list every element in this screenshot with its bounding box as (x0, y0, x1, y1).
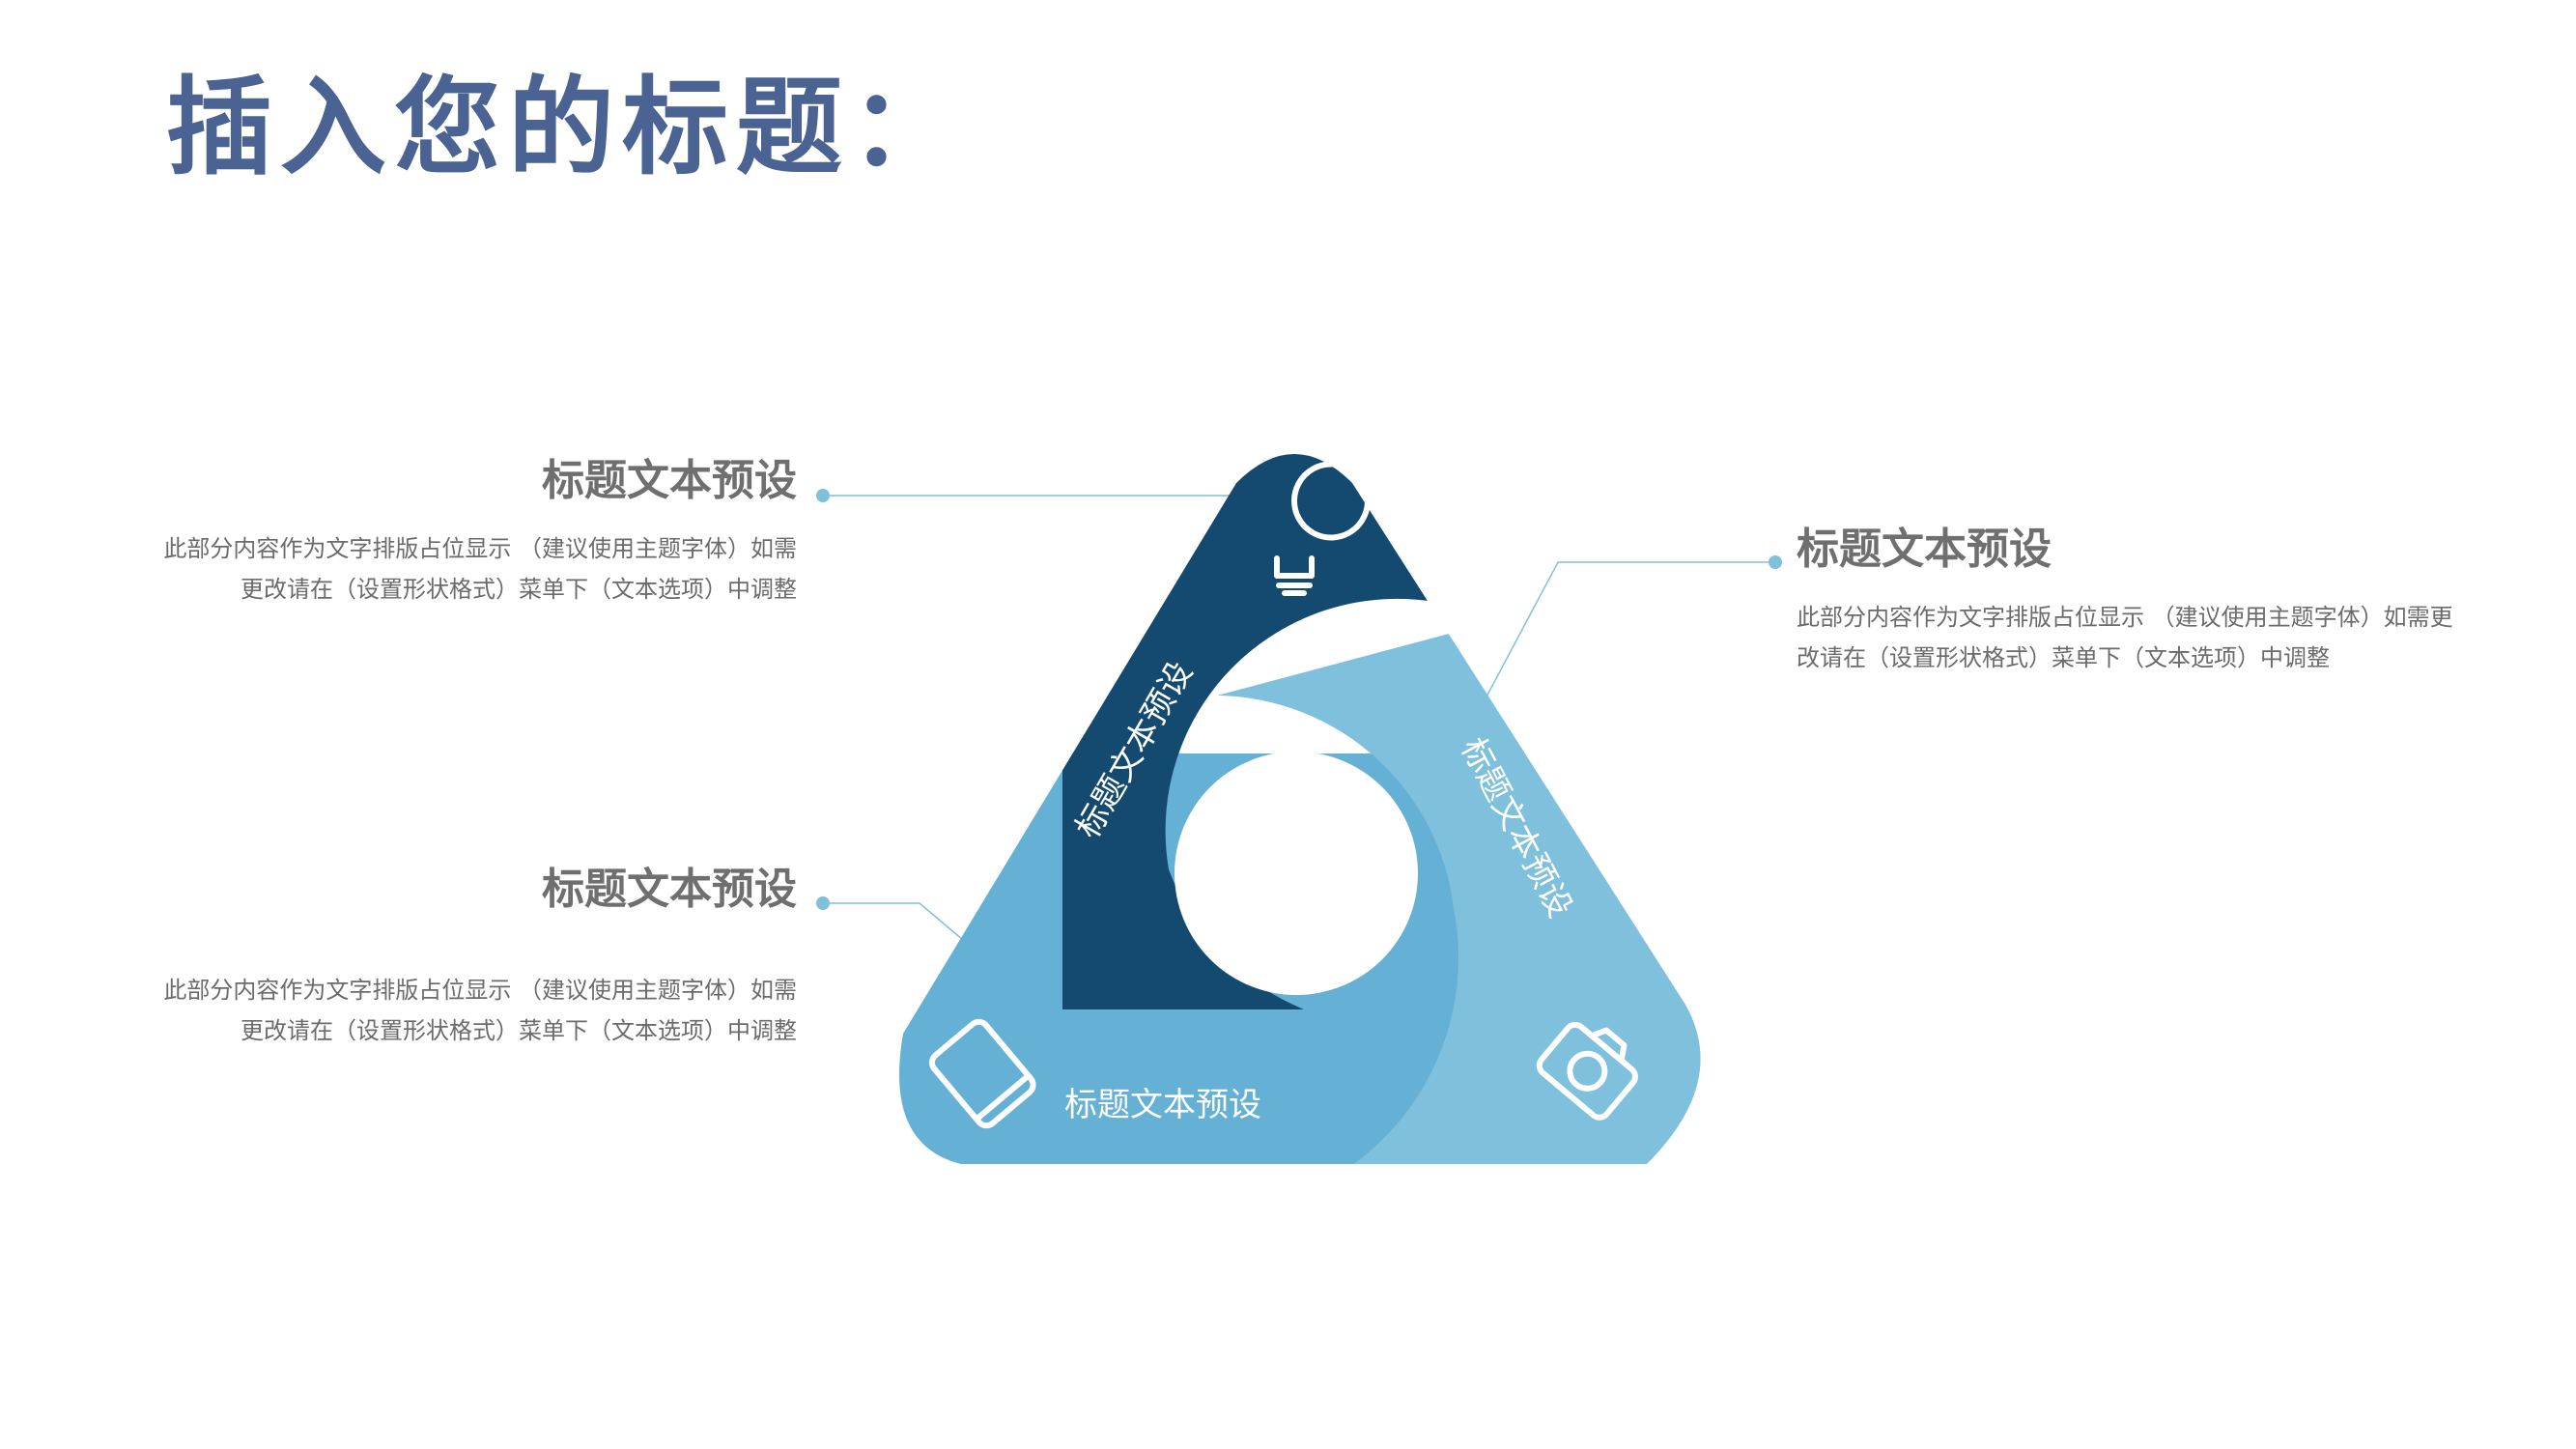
block-body: 此部分内容作为文字排版占位显示 （建议使用主题字体）如需更改请在（设置形状格式）… (163, 976, 797, 1044)
text-block-top-left: 标题文本预设 此部分内容作为文字排版占位显示 （建议使用主题字体）如需更改请在（… (145, 456, 797, 610)
text-block-right: 标题文本预设 此部分内容作为文字排版占位显示 （建议使用主题字体）如需更改请在（… (1797, 525, 2453, 678)
block-heading: 标题文本预设 (542, 865, 797, 914)
diagram-center-hole (1175, 752, 1418, 995)
camera-icon (1536, 1021, 1638, 1121)
block-body: 此部分内容作为文字排版占位显示 （建议使用主题字体）如需更改请在（设置形状格式）… (1797, 603, 2453, 671)
block-heading: 标题文本预设 (1797, 525, 2052, 574)
block-body: 此部分内容作为文字排版占位显示 （建议使用主题字体）如需更改请在（设置形状格式）… (163, 534, 797, 603)
tablet-icon (928, 1018, 1036, 1129)
lightbulb-icon (1274, 461, 1371, 596)
block-heading: 标题文本预设 (542, 456, 797, 505)
page-title: 插入您的标题： (166, 66, 964, 189)
connector-lines (816, 489, 1782, 1035)
segment-label-bottom: 标题文本预设 (1064, 1086, 1261, 1124)
text-block-bottom-left: 标题文本预设 此部分内容作为文字排版占位显示 （建议使用主题字体）如需更改请在（… (145, 865, 797, 1051)
